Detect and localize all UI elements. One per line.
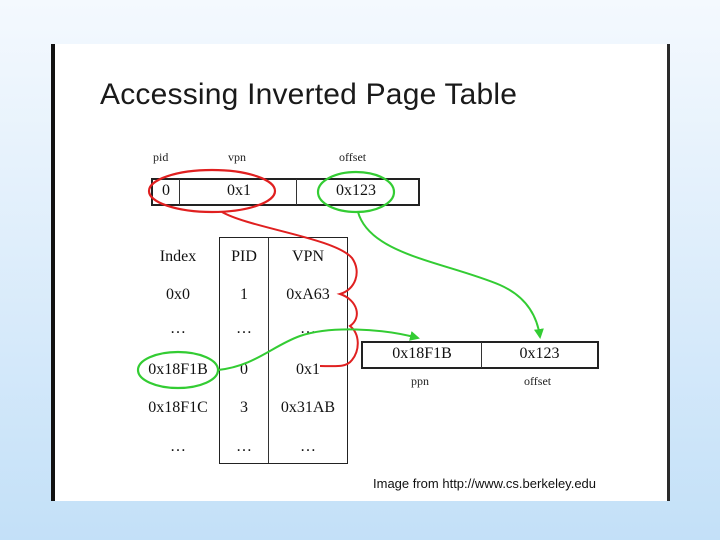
table-border bbox=[219, 237, 348, 464]
row-index: … bbox=[170, 438, 186, 455]
slide-background bbox=[51, 44, 670, 501]
label-offset: offset bbox=[339, 150, 367, 164]
row-pid: … bbox=[236, 320, 252, 337]
virtual-pid-value: 0 bbox=[162, 182, 170, 199]
virtual-offset-value: 0x123 bbox=[336, 182, 376, 199]
physical-address-box bbox=[361, 341, 599, 369]
virtual-address-divider bbox=[296, 179, 297, 205]
green-offset-arrow bbox=[357, 211, 544, 339]
row-pid: … bbox=[236, 438, 252, 455]
header-pid: PID bbox=[231, 248, 257, 265]
virtual-vpn-value: 0x1 bbox=[227, 182, 251, 199]
green-offset-ellipse bbox=[316, 170, 396, 214]
header-vpn: VPN bbox=[291, 248, 324, 265]
virtual-address-divider bbox=[179, 179, 180, 205]
row-pid: 1 bbox=[240, 286, 248, 303]
physical-address-divider bbox=[481, 342, 482, 368]
table-column-divider bbox=[268, 238, 269, 463]
red-search-path bbox=[221, 211, 359, 368]
slide-title: Accessing Inverted Page Table bbox=[100, 78, 518, 111]
row-index: 0x0 bbox=[166, 286, 190, 303]
slide-right-border bbox=[667, 44, 670, 501]
label-physical-offset: offset bbox=[524, 374, 552, 388]
row-pid: 3 bbox=[240, 399, 248, 416]
green-index-ellipse bbox=[136, 350, 220, 390]
row-vpn: 0x31AB bbox=[280, 399, 336, 416]
row-pid: 0 bbox=[240, 361, 248, 378]
label-ppn: ppn bbox=[411, 374, 429, 388]
green-index-arrow bbox=[217, 328, 420, 371]
header-index: Index bbox=[159, 248, 197, 265]
row-index: … bbox=[170, 320, 186, 337]
row-vpn: 0xA63 bbox=[286, 286, 330, 303]
physical-ppn-value: 0x18F1B bbox=[392, 345, 452, 362]
row-vpn: … bbox=[300, 438, 316, 455]
physical-offset-value: 0x123 bbox=[519, 345, 560, 362]
image-credit: Image from http://www.cs.berkeley.edu bbox=[373, 476, 597, 491]
row-vpn: 0x1 bbox=[296, 361, 320, 378]
label-pid: pid bbox=[153, 150, 169, 164]
label-vpn: vpn bbox=[228, 150, 246, 164]
virtual-address-box bbox=[151, 178, 420, 206]
red-highlight-ellipse bbox=[147, 168, 277, 214]
row-index: 0x18F1C bbox=[148, 399, 208, 416]
slide-left-border bbox=[51, 44, 55, 501]
row-index: 0x18F1B bbox=[148, 361, 208, 378]
